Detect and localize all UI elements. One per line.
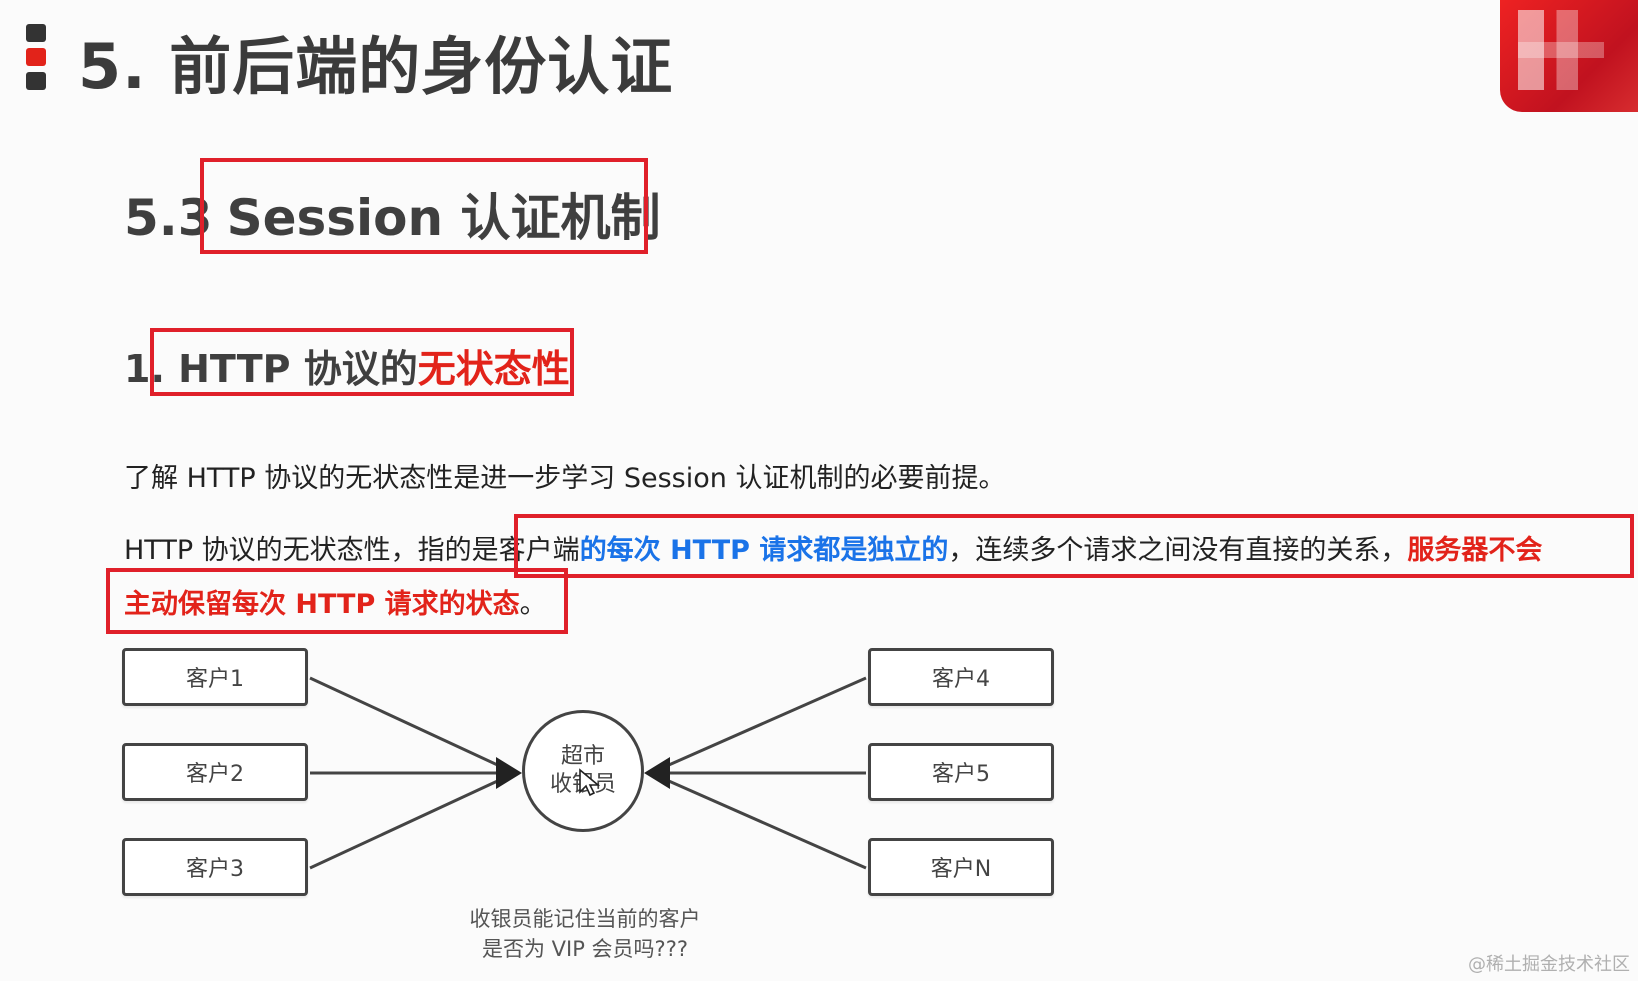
caption-line-1: 收银员能记住当前的客户 xyxy=(469,907,701,931)
section-heading: 1. HTTP 协议的无状态性 xyxy=(124,338,570,393)
definition-highlight-blue: 的每次 HTTP 请求都是独立的 xyxy=(579,535,949,566)
slide-marker-icon xyxy=(26,24,46,90)
sub-heading-number: 5.3 xyxy=(124,189,213,247)
annotation-box-line2 xyxy=(106,568,568,634)
connector-client4 xyxy=(661,676,867,770)
annotation-box-subheading xyxy=(200,158,648,254)
definition-highlight-red-1: 服务器不会 xyxy=(1407,535,1543,566)
caption-line-2: 是否为 VIP 会员吗??? xyxy=(481,937,688,961)
client-box-5: 客户5 xyxy=(868,743,1054,801)
client-box-n: 客户N xyxy=(868,838,1054,896)
client-box-2: 客户2 xyxy=(122,743,308,801)
connector-client1 xyxy=(309,676,505,770)
arrow-left-icon xyxy=(496,757,522,789)
client-box-4: 客户4 xyxy=(868,648,1054,706)
section-heading-highlight: 无状态性 xyxy=(417,347,570,391)
definition-end: 。 xyxy=(519,589,547,620)
slide-title: 5. 前后端的身份认证 xyxy=(78,30,674,103)
client-box-1: 客户1 xyxy=(122,648,308,706)
definition-highlight-red-2: 主动保留每次 HTTP 请求的状态 xyxy=(124,589,520,620)
definition-text-2: ，连续多个请求之间没有直接的关系， xyxy=(948,535,1408,566)
cashier-node: 超市 收银员 xyxy=(522,710,644,832)
sub-heading-text: Session 认证机制 xyxy=(226,189,661,247)
intro-paragraph: 了解 HTTP 协议的无状态性是进一步学习 Session 认证机制的必要前提。 xyxy=(124,463,1006,494)
cashier-label-1: 超市 xyxy=(560,744,605,769)
definition-line-2: 主动保留每次 HTTP 请求的状态。 xyxy=(124,582,547,621)
watermark: @稀土掘金技术社区 xyxy=(1468,954,1630,975)
section-heading-prefix: 1. xyxy=(124,347,165,391)
annotation-box-line1 xyxy=(514,514,1634,578)
client-box-3: 客户3 xyxy=(122,838,308,896)
mouse-cursor-icon xyxy=(579,768,600,797)
connector-clientN xyxy=(661,776,867,870)
arrow-right-icon xyxy=(644,757,670,789)
blurred-logo xyxy=(1500,0,1638,112)
annotation-box-section xyxy=(150,328,574,396)
diagram-caption: 收银员能记住当前的客户 是否为 VIP 会员吗??? xyxy=(420,904,750,964)
section-heading-text: HTTP 协议的 xyxy=(164,347,418,391)
connector-client3 xyxy=(309,776,505,870)
definition-line-1: HTTP 协议的无状态性，指的是客户端的每次 HTTP 请求都是独立的，连续多个… xyxy=(124,528,1542,567)
definition-text-1: HTTP 协议的无状态性，指的是客户端 xyxy=(124,535,580,566)
